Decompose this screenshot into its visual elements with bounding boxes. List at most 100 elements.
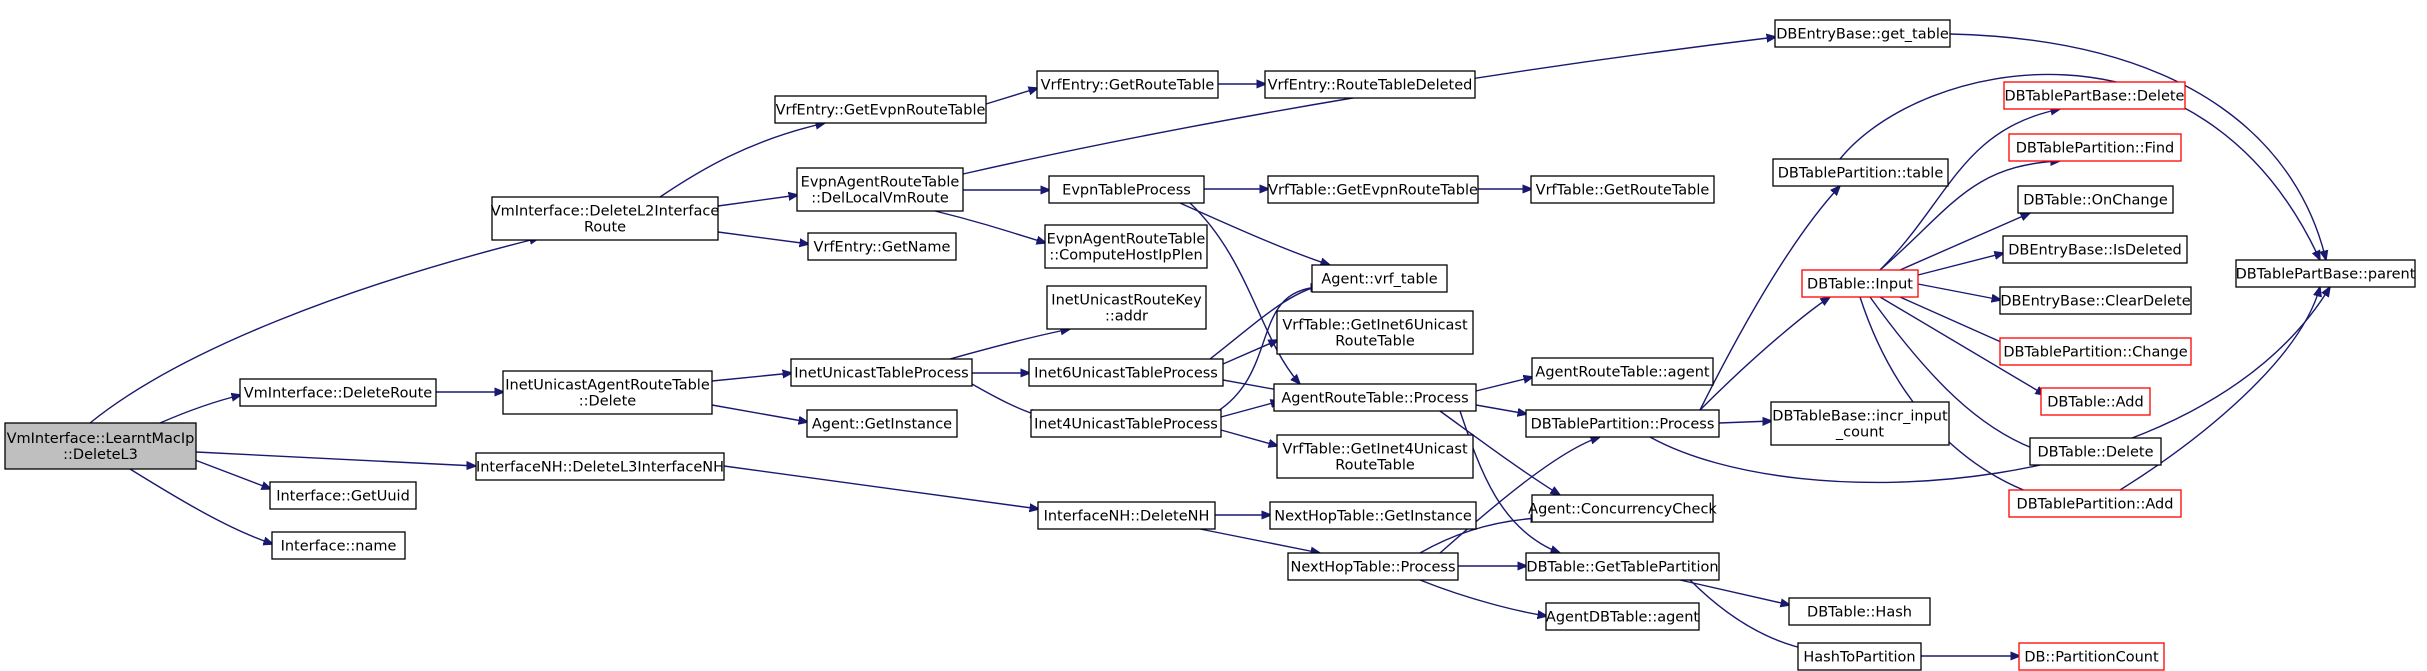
- node-box[interactable]: [1276, 310, 1474, 355]
- function-node[interactable]: VrfTable::GetEvpnRouteTable: [1267, 175, 1479, 204]
- function-node[interactable]: VmInterface::DeleteRoute: [239, 378, 437, 407]
- function-node[interactable]: DBTablePartBase::Delete: [2003, 81, 2186, 110]
- node-box[interactable]: [1267, 175, 1479, 204]
- function-node[interactable]: DBTablePartition::Process: [1525, 409, 1720, 438]
- node-box[interactable]: [1037, 501, 1216, 530]
- node-box[interactable]: [1036, 70, 1219, 99]
- function-node[interactable]: DBTable::Hash: [1788, 597, 1931, 626]
- function-node[interactable]: VrfEntry::GetEvpnRouteTable: [774, 95, 987, 124]
- function-node[interactable]: VrfTable::GetRouteTable: [1530, 175, 1715, 204]
- node-box[interactable]: [774, 95, 987, 124]
- node-box[interactable]: [807, 232, 957, 261]
- node-box[interactable]: [1525, 552, 1720, 581]
- function-node[interactable]: Agent::vrf_table: [1311, 264, 1448, 293]
- node-box[interactable]: [1030, 409, 1222, 438]
- node-box[interactable]: [2002, 235, 2188, 264]
- function-node[interactable]: DBTablePartition::Change: [1999, 337, 2192, 366]
- function-node[interactable]: InetUnicastTableProcess: [790, 358, 973, 387]
- node-box[interactable]: [1287, 552, 1459, 581]
- function-node[interactable]: DBTablePartition::Find: [2008, 133, 2182, 162]
- function-node[interactable]: DBTable::OnChange: [2017, 185, 2174, 214]
- node-box[interactable]: [269, 481, 417, 510]
- function-node[interactable]: Agent::ConcurrencyCheck: [1528, 494, 1717, 523]
- node-box[interactable]: [1273, 383, 1477, 412]
- function-node[interactable]: InterfaceNH::DeleteL3InterfaceNH: [475, 452, 725, 481]
- function-node[interactable]: DBEntryBase::IsDeleted: [2002, 235, 2188, 264]
- function-node[interactable]: DBTablePartBase::parent: [2235, 259, 2416, 288]
- node-box[interactable]: [1770, 401, 1950, 446]
- node-box[interactable]: [1048, 175, 1205, 204]
- root-node-box[interactable]: [4, 422, 197, 470]
- node-box[interactable]: [1801, 269, 1919, 298]
- node-box[interactable]: [1264, 70, 1476, 99]
- node-box[interactable]: [271, 531, 406, 560]
- node-box[interactable]: [2008, 133, 2182, 162]
- node-box[interactable]: [1044, 224, 1208, 269]
- node-box[interactable]: [1311, 264, 1448, 293]
- node-box[interactable]: [2029, 437, 2162, 466]
- node-box[interactable]: [796, 167, 964, 212]
- node-box[interactable]: [1999, 337, 2192, 366]
- function-node[interactable]: DBTable::Delete: [2029, 437, 2162, 466]
- function-node[interactable]: DBEntryBase::get_table: [1774, 19, 1951, 48]
- node-box[interactable]: [2003, 81, 2186, 110]
- function-node[interactable]: HashToPartition: [1797, 642, 1922, 671]
- function-node[interactable]: EvpnTableProcess: [1048, 175, 1205, 204]
- node-box[interactable]: [1530, 175, 1715, 204]
- function-node[interactable]: VrfEntry::GetRouteTable: [1036, 70, 1219, 99]
- node-box[interactable]: [1531, 494, 1714, 523]
- node-box[interactable]: [1545, 602, 1700, 631]
- function-node[interactable]: Interface::name: [271, 531, 406, 560]
- function-node[interactable]: Agent::GetInstance: [806, 409, 958, 438]
- function-node[interactable]: DB::PartitionCount: [2018, 642, 2165, 671]
- function-node[interactable]: DBTable::GetTablePartition: [1525, 552, 1720, 581]
- function-node[interactable]: InterfaceNH::DeleteNH: [1037, 501, 1216, 530]
- function-node[interactable]: DBTable::Input: [1801, 269, 1919, 298]
- function-node[interactable]: DBTableBase::incr_input_count: [1770, 401, 1950, 446]
- function-node[interactable]: DBTablePartition::table: [1772, 158, 1949, 187]
- function-node[interactable]: NextHopTable::GetInstance: [1269, 501, 1477, 530]
- function-node[interactable]: InetUnicastRouteKey::addr: [1046, 285, 1207, 330]
- node-box[interactable]: [2008, 489, 2182, 518]
- node-box[interactable]: [1046, 285, 1207, 330]
- node-box[interactable]: [1999, 286, 2192, 315]
- node-box[interactable]: [1788, 597, 1931, 626]
- node-box[interactable]: [1772, 158, 1949, 187]
- function-node[interactable]: Inet6UnicastTableProcess: [1028, 358, 1224, 387]
- node-box[interactable]: [1525, 409, 1720, 438]
- function-node[interactable]: NextHopTable::Process: [1287, 552, 1459, 581]
- function-node[interactable]: VrfEntry::RouteTableDeleted: [1264, 70, 1476, 99]
- function-node[interactable]: DBTablePartition::Add: [2008, 489, 2182, 518]
- function-node[interactable]: DBEntryBase::ClearDelete: [1999, 286, 2192, 315]
- node-box[interactable]: [2018, 642, 2165, 671]
- node-box[interactable]: [1797, 642, 1922, 671]
- node-box[interactable]: [1028, 358, 1224, 387]
- function-node[interactable]: AgentRouteTable::Process: [1273, 383, 1477, 412]
- node-box[interactable]: [491, 196, 719, 241]
- function-node[interactable]: EvpnAgentRouteTable::ComputeHostIpPlen: [1044, 224, 1208, 269]
- function-node[interactable]: Interface::GetUuid: [269, 481, 417, 510]
- node-box[interactable]: [1531, 357, 1714, 386]
- function-node[interactable]: EvpnAgentRouteTable::DelLocalVmRoute: [796, 167, 964, 212]
- node-box[interactable]: [475, 452, 725, 481]
- node-box[interactable]: [1276, 434, 1474, 479]
- node-box[interactable]: [239, 378, 437, 407]
- node-box[interactable]: [502, 370, 713, 415]
- function-node[interactable]: AgentDBTable::agent: [1545, 602, 1700, 631]
- function-node[interactable]: DBTable::Add: [2040, 387, 2151, 416]
- function-node[interactable]: VrfEntry::GetName: [807, 232, 957, 261]
- function-node[interactable]: InetUnicastAgentRouteTable::Delete: [502, 370, 713, 415]
- function-node[interactable]: AgentRouteTable::agent: [1531, 357, 1714, 386]
- function-node[interactable]: Inet4UnicastTableProcess: [1030, 409, 1222, 438]
- node-box[interactable]: [1774, 19, 1951, 48]
- node-box[interactable]: [806, 409, 958, 438]
- node-box[interactable]: [2040, 387, 2151, 416]
- node-box[interactable]: [1269, 501, 1477, 530]
- node-box[interactable]: [2235, 259, 2416, 288]
- node-box[interactable]: [790, 358, 973, 387]
- node-box[interactable]: [2017, 185, 2174, 214]
- function-node[interactable]: VmInterface::LearntMacIp::DeleteL3: [4, 422, 197, 470]
